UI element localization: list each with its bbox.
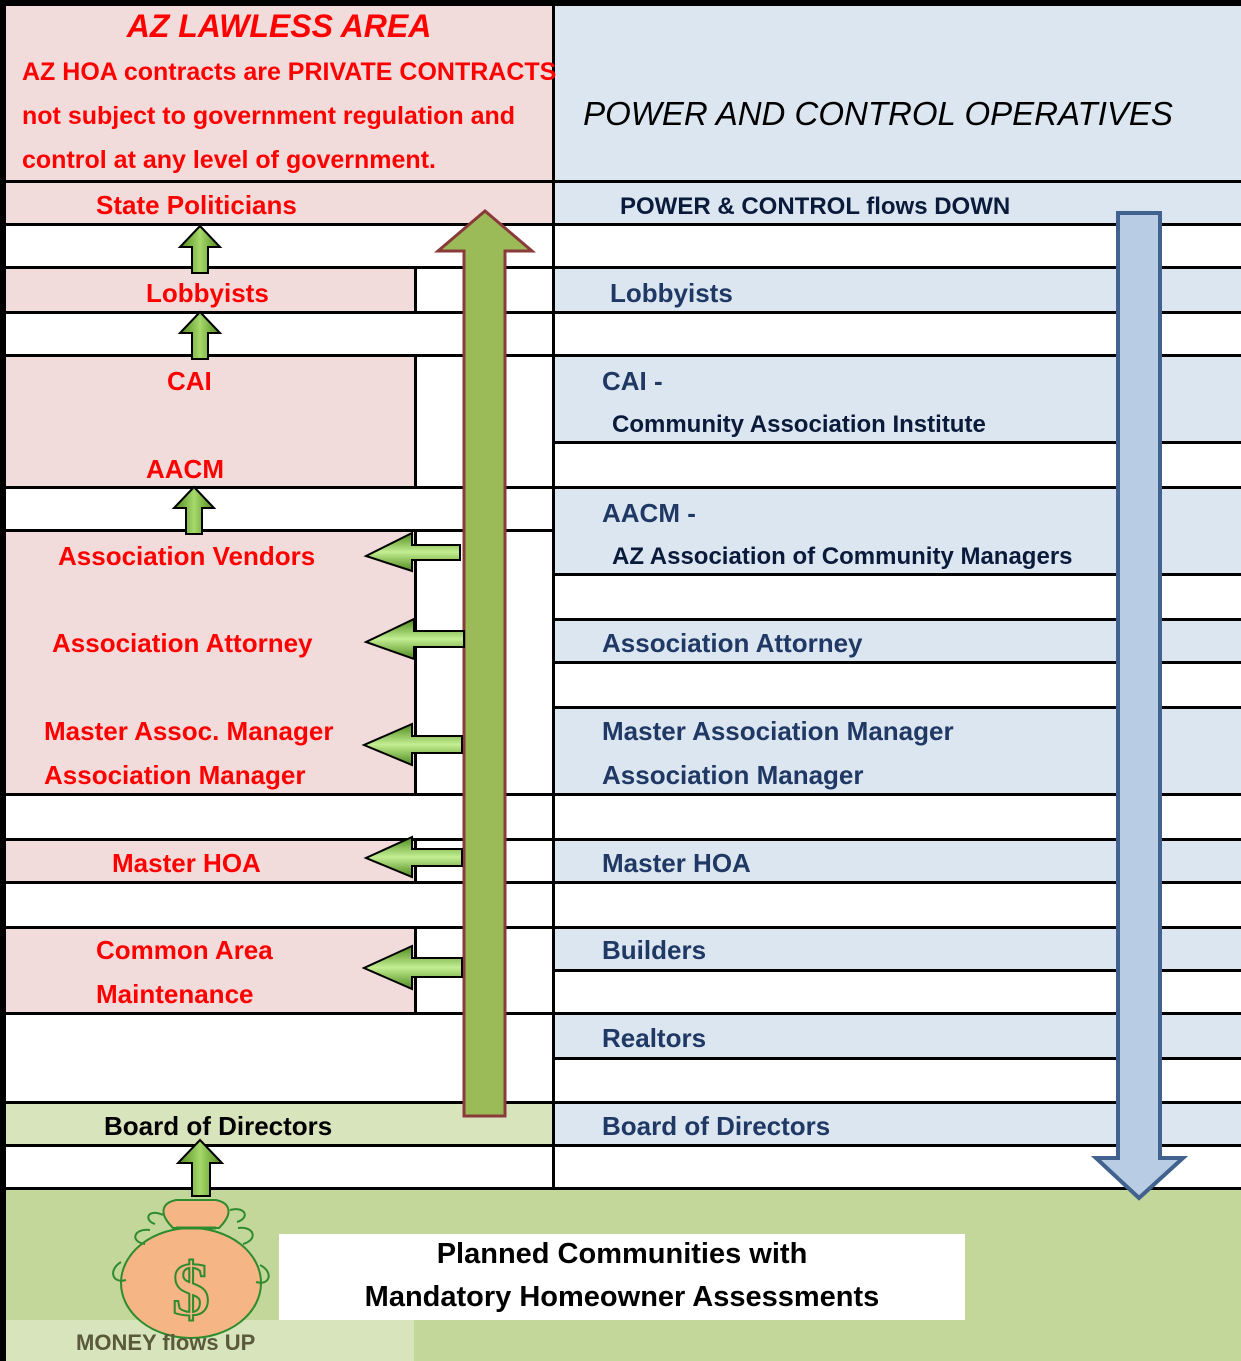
- money-flow-label: MONEY flows UP: [76, 1330, 256, 1355]
- arrow-up-icon: [177, 224, 223, 274]
- attorney-label-left: Association Attorney: [52, 628, 313, 658]
- operatives-title: POWER AND CONTROL OPERATIVES: [583, 95, 1173, 132]
- cai-label-right: CAI -: [602, 366, 663, 396]
- lawless-area-box: [6, 6, 552, 180]
- manager-label-left-2: Association Manager: [44, 760, 306, 790]
- vendors-managers-box: [6, 532, 414, 793]
- board-box-left: [6, 1104, 552, 1144]
- communities-line-1: Planned Communities with: [436, 1238, 808, 1270]
- board-label-right: Board of Directors: [602, 1111, 831, 1141]
- arrow-left-icon: [361, 944, 463, 991]
- master-hoa-label-left: Master HOA: [112, 848, 261, 878]
- flow-down-label: POWER & CONTROL flows DOWN: [620, 193, 1011, 220]
- lawless-line-2: not subject to government regulation and: [22, 102, 516, 130]
- arrow-left-icon: [363, 531, 461, 573]
- attorney-label-right: Association Attorney: [602, 628, 863, 658]
- lawless-area-title: AZ LAWLESS AREA: [126, 8, 432, 44]
- aacm-label-right: AACM -: [602, 498, 696, 528]
- money-bag-icon: [112, 1199, 270, 1339]
- arrow-up-icon: [177, 310, 223, 360]
- master-hoa-box: [6, 841, 414, 881]
- common-area-box: [6, 929, 414, 1012]
- spacer-row: [6, 1015, 552, 1101]
- lobbyists-box: [6, 269, 414, 311]
- operatives-title-box: [555, 6, 1241, 180]
- communities-label-box: [279, 1234, 965, 1320]
- manager-label-left-1: Master Assoc. Manager: [44, 716, 334, 746]
- manager-label-right-1: Master Association Manager: [602, 716, 954, 746]
- cai-label-left: CAI: [167, 366, 212, 396]
- spacer-row: [6, 489, 552, 529]
- state-politicians-box: [6, 183, 552, 223]
- manager-label-right-2: Association Manager: [602, 760, 864, 790]
- money-bag-symbol: $: [172, 1248, 210, 1332]
- spacer-row: [6, 1147, 552, 1187]
- arrow-left-icon: [363, 835, 463, 879]
- aacm-full-name: AZ Association of Community Managers: [612, 543, 1073, 570]
- communities-line-2: Mandatory Homeowner Assessments: [364, 1281, 880, 1313]
- arrow-up-icon: [171, 485, 217, 535]
- spacer-row: [6, 796, 552, 838]
- arrow-up-icon: [175, 1138, 225, 1197]
- lobbyists-label-left: Lobbyists: [146, 278, 269, 308]
- common-area-label-2: Maintenance: [96, 979, 254, 1009]
- realtors-label: Realtors: [602, 1023, 707, 1053]
- state-politicians-label: State Politicians: [96, 190, 297, 220]
- spacer-row: [6, 314, 552, 354]
- lobbyists-label-right: Lobbyists: [610, 278, 733, 308]
- cai-aacm-box: [6, 357, 414, 486]
- arrow-left-icon: [363, 617, 465, 661]
- lawless-line-3: control at any level of government.: [22, 146, 436, 174]
- common-area-label-1: Common Area: [96, 935, 273, 965]
- spacer-row: [6, 884, 552, 926]
- arrow-left-icon: [361, 722, 463, 767]
- aacm-label-left: AACM: [146, 454, 224, 484]
- board-label-left: Board of Directors: [104, 1111, 333, 1141]
- master-hoa-label-right: Master HOA: [602, 848, 751, 878]
- power-down-arrow-icon: [1090, 211, 1189, 1201]
- builders-label: Builders: [602, 935, 707, 965]
- money-up-arrow-icon: [433, 209, 537, 1118]
- vendors-label: Association Vendors: [58, 541, 316, 571]
- lawless-line-1: AZ HOA contracts are PRIVATE CONTRACTS: [22, 58, 557, 86]
- cai-full-name: Community Association Institute: [612, 411, 986, 438]
